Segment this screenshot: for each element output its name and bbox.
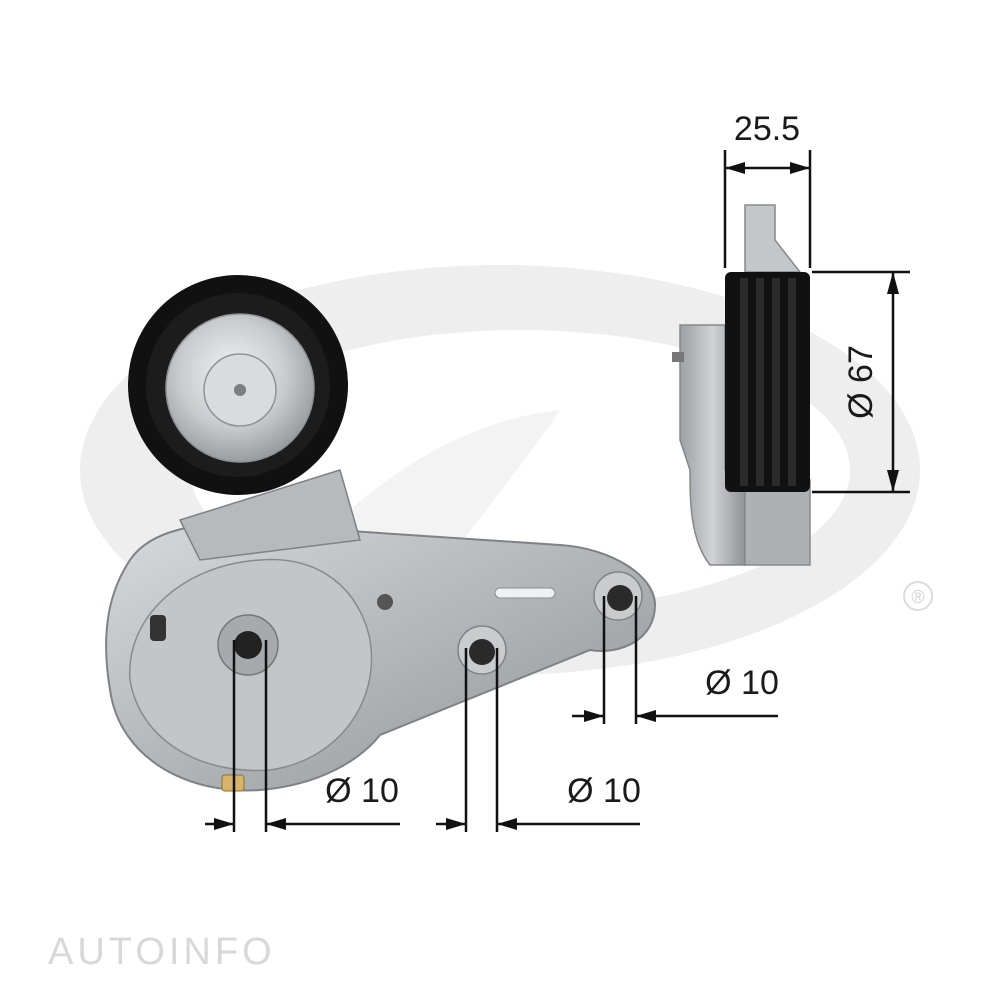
- idler-pulley: [128, 275, 348, 495]
- pulley-diameter-label: Ø 67: [842, 345, 880, 419]
- hole-left-label: Ø 10: [325, 772, 399, 810]
- bolt-hole-middle: [457, 625, 507, 675]
- hole-middle-label: Ø 10: [567, 772, 641, 810]
- bolt-hole-right: [593, 571, 643, 621]
- tensioner-side-view: [672, 204, 811, 566]
- width-label: 25.5: [734, 110, 800, 148]
- slot-hole: [150, 615, 166, 641]
- autoinfo-logo-text: AUTOINFO: [48, 931, 276, 973]
- hole-right-label: Ø 10: [705, 664, 779, 702]
- tensioner-base-plate: [105, 469, 657, 792]
- dimension-pulley-diameter: Ø 67: [812, 270, 910, 494]
- registered-mark: ®: [911, 587, 924, 607]
- bolt-hole-left: [217, 614, 279, 676]
- autoinfo-logo: AUTOINFO: [48, 931, 276, 973]
- dimension-hole-middle: Ø 10: [436, 648, 641, 832]
- dimension-hole-left: Ø 10: [205, 640, 400, 832]
- ribbed-pulley-side: [725, 272, 810, 492]
- dimension-hole-right: Ø 10: [572, 596, 779, 724]
- dimension-width: 25.5: [723, 110, 812, 268]
